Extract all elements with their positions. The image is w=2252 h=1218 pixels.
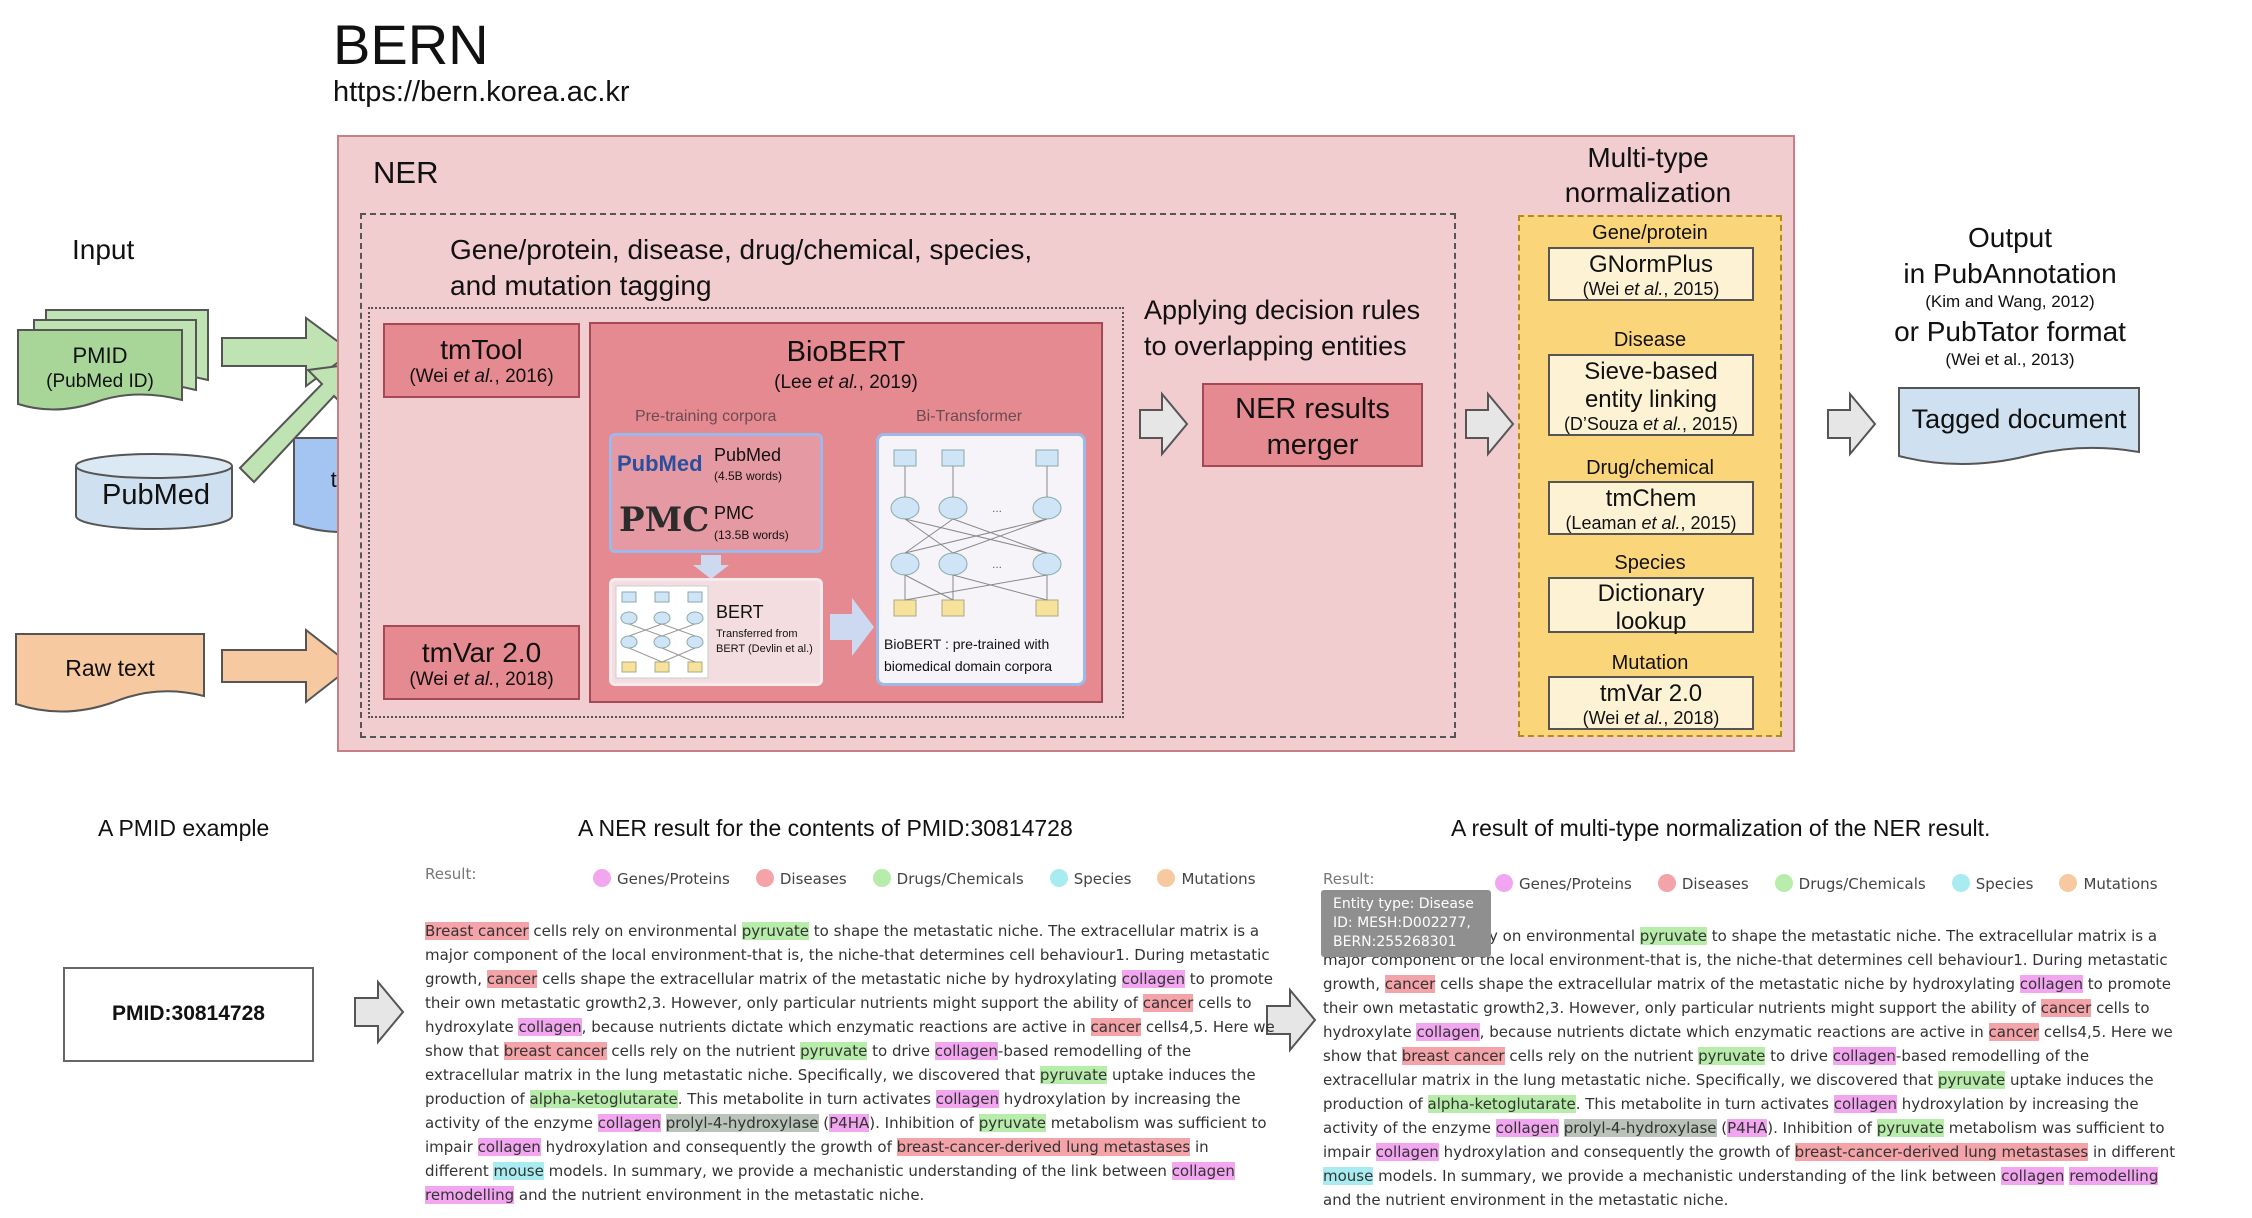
normalization-panel bbox=[1518, 215, 1782, 737]
down-arrow-icon bbox=[693, 555, 729, 579]
to-normalization-result-arrow bbox=[1266, 987, 1317, 1053]
norm-category-disease: Disease bbox=[1613, 329, 1687, 351]
pmc-corpus-size: (13.5B words) bbox=[714, 528, 789, 542]
ner-result-label: Result: bbox=[425, 865, 477, 883]
pmc-logo: PMC bbox=[619, 500, 710, 540]
output-cite-1: (Kim and Wang, 2012) bbox=[1925, 292, 2095, 311]
norm-category-species: Species bbox=[1614, 552, 1686, 574]
tmtool-box: tmTool (Wei et al., 2016) bbox=[383, 323, 580, 398]
pmid-example-value: PMID:30814728 bbox=[112, 1002, 265, 1025]
right-arrow-icon bbox=[830, 598, 874, 656]
bert-sub1: Transferred from bbox=[716, 628, 798, 640]
norm-tool-tmvar: tmVar 2.0 (Wei et al., 2018) bbox=[1548, 676, 1754, 730]
norm-result-abstract: Breast cancer cells rely on environmenta… bbox=[1323, 927, 2176, 1209]
output-title-3: or PubTator format bbox=[1894, 316, 2126, 347]
norm-tool-gnormplus: GNormPlus (Wei et al., 2015) bbox=[1548, 247, 1754, 301]
pubmed-logo: PubMed bbox=[617, 451, 703, 476]
diagram-title: BERN bbox=[333, 13, 489, 76]
legend-genes-dot bbox=[593, 869, 611, 887]
to-output-arrow bbox=[1827, 391, 1877, 457]
legend-genes: Genes/Proteins bbox=[593, 869, 730, 888]
pubmed-corpus-name: PubMed bbox=[714, 445, 782, 465]
to-normalization-arrow bbox=[1465, 391, 1515, 457]
corpora-panel bbox=[609, 433, 823, 553]
pretraining-corpora-label: Pre-training corpora bbox=[635, 408, 777, 425]
input-label: Input bbox=[72, 234, 135, 265]
norm-category-gene: Gene/protein bbox=[1592, 222, 1708, 244]
to-merger-arrow bbox=[1139, 391, 1189, 457]
tagged-document-label: Tagged document bbox=[1911, 404, 2127, 434]
ner-dashed-region bbox=[360, 213, 1456, 738]
tmvar-citation: (Wei et al., 2018) bbox=[409, 669, 554, 690]
norm-tool-tmchem: tmChem (Leaman et al., 2015) bbox=[1548, 481, 1754, 535]
biobert-name: BioBERT bbox=[786, 336, 906, 368]
pmid-label: PMID bbox=[72, 343, 128, 368]
svg-text:...: ... bbox=[992, 501, 1002, 515]
tmtool-citation: (Wei et al., 2016) bbox=[409, 366, 554, 387]
norm-tool-dictionary: Dictionary lookup bbox=[1548, 577, 1754, 635]
legend-diseases: Diseases bbox=[755, 869, 847, 888]
svg-text:...: ... bbox=[992, 557, 1002, 571]
norm-category-chemical: Drug/chemical bbox=[1586, 457, 1714, 479]
norm-tool-sieve: Sieve-based entity linking (D’Souza et a… bbox=[1548, 354, 1754, 436]
tmtool-name: tmTool bbox=[440, 334, 523, 365]
pmid-document-stack-icon bbox=[17, 309, 209, 411]
biobert-caption-2: biomedical domain corpora bbox=[884, 658, 1053, 674]
legend-drugs: Drugs/Chemicals bbox=[872, 869, 1024, 888]
ner-result-caption: A NER result for the contents of PMID:30… bbox=[578, 815, 1073, 841]
pmid-example-caption: A PMID example bbox=[98, 815, 270, 841]
to-ner-result-arrow bbox=[354, 979, 405, 1045]
ner-label: NER bbox=[373, 155, 439, 190]
ner-legend: Genes/Proteins Diseases Drugs/Chemicals Spe… bbox=[593, 869, 1282, 888]
pubmed-label: PubMed bbox=[101, 479, 210, 511]
raw-text-arrow bbox=[221, 627, 354, 705]
bi-transformer-label: Bi-Transformer bbox=[916, 408, 1023, 425]
pmid-example-box: PMID:30814728 bbox=[63, 967, 314, 1062]
legend-species: Species bbox=[1049, 869, 1131, 888]
raw-text-document-icon bbox=[15, 633, 205, 713]
norm-category-mutation: Mutation bbox=[1611, 652, 1689, 674]
pubmed-corpus-size: (4.5B words) bbox=[714, 469, 783, 483]
legend-mutations: Mutations bbox=[1157, 869, 1256, 888]
tagged-document-icon bbox=[1898, 387, 2140, 465]
normalization-result-caption: A result of multi-type normalization of … bbox=[1451, 815, 1991, 841]
bert-name: BERT bbox=[716, 602, 764, 622]
bert-sub2: BERT (Devlin et al.) bbox=[716, 643, 813, 655]
norm-result-label: Result: bbox=[1323, 870, 1375, 888]
biobert-caption-1: BioBERT : pre-trained with bbox=[884, 636, 1050, 652]
biobert-citation: (Lee et al., 2019) bbox=[774, 372, 918, 393]
pmc-corpus-name: PMC bbox=[714, 503, 754, 523]
ner-result-abstract: Breast cancer cells rely on environmenta… bbox=[425, 922, 1275, 1204]
pmid-sublabel: (PubMed ID) bbox=[46, 371, 154, 392]
tmvar-box: tmVar 2.0 (Wei et al., 2018) bbox=[383, 625, 580, 700]
output-title-2: in PubAnnotation bbox=[1903, 258, 2117, 289]
tagging-title: Gene/protein, disease, drug/chemical, sp… bbox=[450, 234, 1033, 301]
raw-text-label: Raw text bbox=[65, 655, 155, 681]
output-cite-2: (Wei et al., 2013) bbox=[1945, 350, 2075, 369]
bi-transformer-diagram-icon: ...... bbox=[890, 449, 1062, 617]
bern-url: https://bern.korea.ac.kr bbox=[333, 76, 630, 108]
tmvar-name: tmVar 2.0 bbox=[421, 637, 542, 668]
bert-network-icon bbox=[615, 585, 709, 679]
pubmed-database-icon bbox=[75, 453, 233, 530]
output-title-1: Output bbox=[1967, 222, 2053, 253]
tagging-dotted-region bbox=[368, 307, 1124, 718]
